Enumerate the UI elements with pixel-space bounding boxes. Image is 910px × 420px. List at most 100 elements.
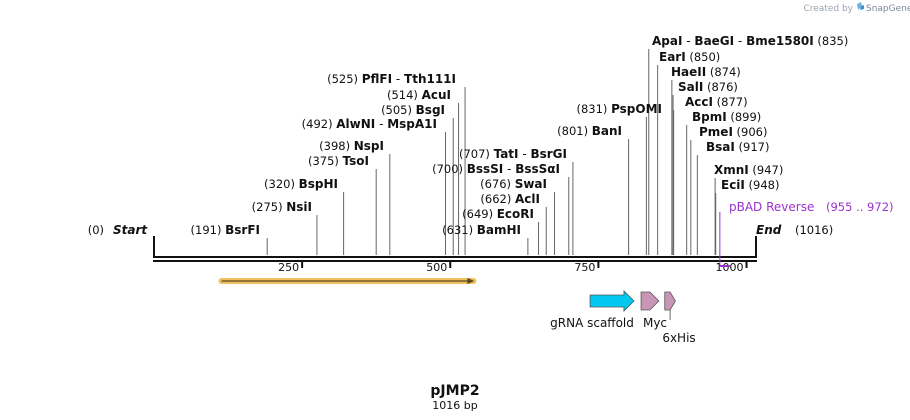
- site-enzyme-name: TatI: [494, 147, 519, 161]
- primer-range: (955 .. 972): [826, 200, 894, 214]
- site-separator: -: [519, 147, 531, 161]
- site-position: (676): [480, 177, 515, 191]
- orf-arrowhead: [467, 278, 475, 284]
- feature-6xhis[interactable]: 6xHis: [662, 291, 696, 345]
- restriction-site[interactable]: (631) BamHI: [442, 223, 521, 237]
- site-enzyme-name: AccI: [685, 95, 713, 109]
- restriction-site[interactable]: (525) PflFI - Tth111I: [327, 72, 456, 86]
- site-position: (375): [308, 154, 343, 168]
- restriction-site[interactable]: (492) AlwNI - MspA1I: [302, 117, 437, 131]
- site-label-text: (801) BanI: [557, 124, 622, 138]
- feature-grna-scaffold[interactable]: gRNA scaffold: [550, 290, 635, 330]
- site-position: (917): [735, 140, 770, 154]
- site-position: (514): [387, 88, 422, 102]
- restriction-site[interactable]: PmeI (906): [699, 125, 768, 139]
- site-position: (877): [713, 95, 748, 109]
- restriction-site[interactable]: BpmI (899): [692, 110, 761, 124]
- site-labels: (191) BsrFI (275) NsiI (320) BspHI (375) Ts…: [191, 34, 849, 237]
- snapgene-brand: SnapGene: [866, 4, 910, 14]
- site-position: (947): [749, 163, 784, 177]
- site-position: (948): [745, 178, 780, 192]
- restriction-site[interactable]: (649) EcoRI: [462, 207, 534, 221]
- site-position: (707): [459, 147, 494, 161]
- restriction-site[interactable]: AccI (877): [685, 95, 748, 109]
- site-position: (906): [733, 125, 768, 139]
- end-position: (1016): [795, 223, 833, 237]
- site-position: (801): [557, 124, 592, 138]
- site-enzyme-name: BspHI: [299, 177, 338, 191]
- restriction-site[interactable]: SalI (876): [678, 80, 738, 94]
- site-position: (492): [302, 117, 337, 131]
- restriction-site[interactable]: BsaI (917): [706, 140, 769, 154]
- site-label-text: (375) TsoI: [308, 154, 369, 168]
- site-enzyme-name: ApaI: [652, 34, 682, 48]
- site-enzyme-name: TsoI: [343, 154, 369, 168]
- site-enzyme-name: BpmI: [692, 110, 727, 124]
- restriction-site[interactable]: (514) AcuI: [387, 88, 451, 102]
- feature-label: 6xHis: [662, 331, 695, 345]
- restriction-site[interactable]: XmnI (947): [714, 163, 783, 177]
- restriction-site[interactable]: (662) AclI: [480, 192, 540, 206]
- primer-pbad-reverse[interactable]: pBAD Reverse (955 .. 972): [719, 200, 894, 267]
- site-enzyme-name: BsrGI: [530, 147, 567, 161]
- site-label-text: (649) EcoRI: [462, 207, 534, 221]
- site-label-text: (707) TatI - BsrGI: [459, 147, 567, 161]
- site-enzyme-name: EcoRI: [497, 207, 534, 221]
- feature-label: gRNA scaffold: [550, 316, 634, 330]
- restriction-site[interactable]: EarI (850): [659, 50, 720, 64]
- site-enzyme-name: XmnI: [714, 163, 749, 177]
- tick-mark: [301, 262, 304, 268]
- site-position: (398): [319, 139, 354, 153]
- restriction-site[interactable]: (398) NspI: [319, 139, 384, 153]
- restriction-site[interactable]: (375) TsoI: [308, 154, 369, 168]
- site-enzyme-name: SwaI: [515, 177, 547, 191]
- site-label-text: AccI (877): [685, 95, 748, 109]
- site-label-text: EciI (948): [721, 178, 779, 192]
- site-position: (874): [706, 65, 741, 79]
- restriction-site[interactable]: HaeII (874): [671, 65, 741, 79]
- feature-myc[interactable]: Myc: [640, 291, 667, 330]
- site-label-text: (320) BspHI: [264, 177, 338, 191]
- restriction-site[interactable]: (320) BspHI: [264, 177, 338, 191]
- restriction-site[interactable]: (707) TatI - BsrGI: [459, 147, 567, 161]
- site-enzyme-name: BssSαI: [515, 162, 560, 176]
- feature-arrow-shape: [640, 291, 660, 311]
- site-separator: -: [503, 162, 515, 176]
- site-position: (662): [480, 192, 515, 206]
- primer-name: pBAD Reverse: [729, 200, 814, 214]
- site-position: (191): [191, 223, 226, 237]
- site-position: (505): [381, 103, 416, 117]
- restriction-site[interactable]: (505) BsgI: [381, 103, 445, 117]
- site-enzyme-name: BaeGI: [694, 34, 734, 48]
- feature-arrow-shape: [664, 291, 676, 311]
- restriction-site[interactable]: (700) BssSI - BssSαI: [432, 162, 560, 176]
- site-enzyme-name: BsaI: [706, 140, 735, 154]
- site-label-text: (275) NsiI: [252, 200, 312, 214]
- site-label-text: HaeII (874): [671, 65, 741, 79]
- backbone-bottom-strand: [153, 260, 757, 262]
- restriction-site[interactable]: EciI (948): [721, 178, 779, 192]
- restriction-site[interactable]: (275) NsiI: [252, 200, 312, 214]
- site-position: (835): [814, 34, 849, 48]
- site-position: (275): [252, 200, 287, 214]
- end-marker: [755, 236, 757, 256]
- site-position: (320): [264, 177, 299, 191]
- site-enzyme-name: Tth111I: [404, 72, 456, 86]
- site-label-text: SalI (876): [678, 80, 738, 94]
- orf-arrow[interactable]: [218, 278, 477, 284]
- restriction-site[interactable]: (191) BsrFI: [191, 223, 260, 237]
- site-enzyme-name: BssSI: [467, 162, 504, 176]
- tick-mark: [745, 262, 748, 268]
- site-position: (700): [432, 162, 467, 176]
- site-enzyme-name: EarI: [659, 50, 686, 64]
- site-enzyme-name: MspA1I: [387, 117, 437, 131]
- restriction-site[interactable]: (801) BanI: [557, 124, 622, 138]
- site-enzyme-name: EciI: [721, 178, 745, 192]
- restriction-site[interactable]: (676) SwaI: [480, 177, 547, 191]
- site-enzyme-name: PflFI: [362, 72, 392, 86]
- restriction-site[interactable]: (831) PspOMI: [576, 102, 662, 116]
- tick-label: 500: [426, 261, 447, 274]
- restriction-site[interactable]: ApaI - BaeGI - Bme1580I (835): [652, 34, 848, 48]
